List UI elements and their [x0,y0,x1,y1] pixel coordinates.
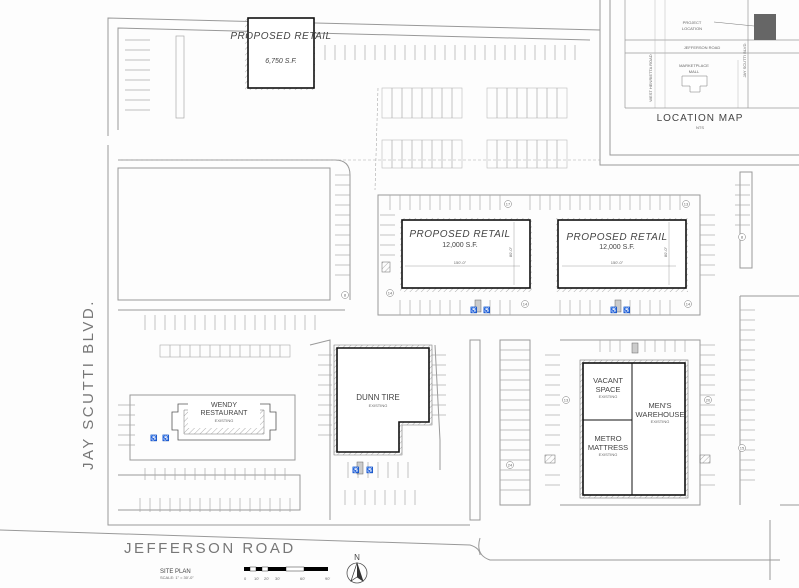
site-plan-scale: SCALE: 1" = 30'-0" [160,575,194,580]
scale-bar: 0 10' 20' 30' 60' 90' [244,566,330,581]
mens-status: EXISTING [651,419,670,424]
wendy-name-1: WENDY [211,402,237,409]
building-existing-strip: VACANT SPACE EXISTING MEN'S WAREHOUSE EX… [579,359,689,499]
retail-right-size: 12,000 S.F. [599,244,634,251]
svg-text:♿: ♿ [366,466,374,474]
parking-stalls [118,35,755,512]
metro-status: EXISTING [599,452,618,457]
svg-text:14: 14 [523,302,528,307]
retail-small-size: 6,750 S.F. [265,58,296,65]
metro-name-2: MATTRESS [588,443,628,452]
vacant-name-1: VACANT [593,376,623,385]
wendy-name-2: RESTAURANT [201,410,249,417]
vacant-name-2: SPACE [596,385,621,394]
mens-name-1: MEN'S [648,401,671,410]
project-location-marker [754,14,776,40]
stall-counts: 17 13 8 8 14 14 14 24 13 20 15 [341,200,746,469]
metro-name-1: METRO [594,434,621,443]
site-plan-title: SITE PLAN [160,569,191,575]
svg-text:30': 30' [275,576,280,581]
location-map: PROJECT LOCATION JEFFERSON ROAD WEST HEN… [624,0,799,130]
svg-text:10': 10' [254,576,259,581]
svg-text:14: 14 [686,302,691,307]
svg-text:8: 8 [344,293,347,298]
svg-text:WEST HENRIETTA ROAD: WEST HENRIETTA ROAD [648,54,653,102]
svg-text:0: 0 [244,576,247,581]
svg-text:♿: ♿ [470,306,478,314]
svg-text:8: 8 [741,235,744,240]
building-dunn-tire: DUNN TIRE EXISTING [333,344,433,456]
svg-text:PROJECT: PROJECT [683,20,702,25]
svg-text:14: 14 [388,291,393,296]
handicap-markers: ♿ ♿ ♿ ♿ ♿ ♿ ♿ ♿ [150,261,711,475]
retail-left-size: 12,000 S.F. [442,242,477,249]
retail-right-title: PROPOSED RETAIL [566,232,667,243]
building-retail-left: PROPOSED RETAIL 12,000 S.F. 150'-0" 80'-… [400,218,532,292]
building-retail-right: PROPOSED RETAIL 12,000 S.F. 150'-0" 80'-… [556,218,688,292]
dunn-name: DUNN TIRE [356,393,399,402]
location-map-nts: NTS [696,125,704,130]
svg-text:♿: ♿ [483,306,491,314]
wendy-status: EXISTING [215,418,234,423]
svg-text:♿: ♿ [623,306,631,314]
svg-text:80'-0": 80'-0" [508,246,513,257]
title-block: SITE PLAN SCALE: 1" = 30'-0" 0 10' 20' 3… [160,553,368,584]
svg-text:20: 20 [706,398,711,403]
dunn-status: EXISTING [369,403,388,408]
svg-text:20': 20' [264,576,269,581]
svg-text:13: 13 [684,202,689,207]
svg-text:MARKETPLACE: MARKETPLACE [679,63,709,68]
building-wendy: WENDY RESTAURANT EXISTING [171,400,277,441]
road-jefferson: JEFFERSON ROAD [124,540,296,557]
svg-text:JAY SCUTTI BLVD.: JAY SCUTTI BLVD. [742,43,747,78]
road-jay-scutti: JAY SCUTTI BLVD. [80,299,97,470]
svg-text:150'-0": 150'-0" [454,260,467,265]
svg-text:♿: ♿ [352,466,360,474]
svg-text:JEFFERSON ROAD: JEFFERSON ROAD [684,45,721,50]
north-label: N [354,553,360,562]
building-retail-small: PROPOSED RETAIL 6,750 S.F. [230,17,331,90]
location-map-title: LOCATION MAP [657,113,744,124]
north-arrow-icon: N [346,553,368,584]
retail-left-title: PROPOSED RETAIL [409,229,510,240]
svg-text:MALL: MALL [689,69,700,74]
svg-text:60': 60' [300,576,305,581]
svg-text:♿: ♿ [162,434,170,442]
mens-name-2: WAREHOUSE [636,410,685,419]
svg-text:150'-0": 150'-0" [611,260,624,265]
svg-text:80'-0": 80'-0" [663,246,668,257]
retail-small-title: PROPOSED RETAIL [230,31,331,42]
vacant-status: EXISTING [599,394,618,399]
svg-text:15: 15 [740,446,745,451]
svg-text:♿: ♿ [150,434,158,442]
svg-text:LOCATION: LOCATION [682,26,702,31]
svg-text:♿: ♿ [610,306,618,314]
svg-text:13: 13 [564,398,569,403]
svg-text:24: 24 [508,463,513,468]
svg-text:90': 90' [325,576,330,581]
svg-text:17: 17 [506,202,511,207]
